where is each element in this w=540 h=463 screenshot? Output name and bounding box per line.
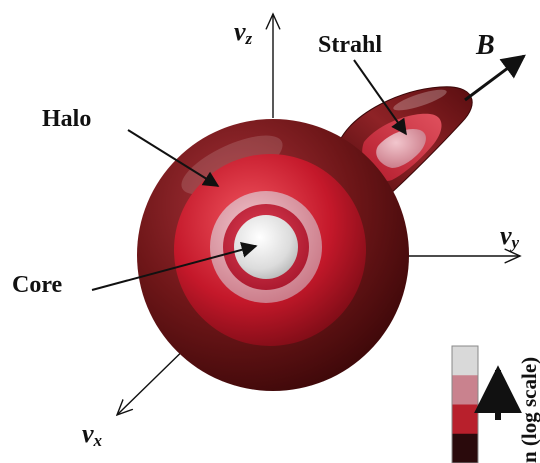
- core-label: Core: [12, 272, 63, 298]
- colorbar-segment: [452, 375, 478, 405]
- vx-label: vx: [82, 419, 103, 450]
- b-field-arrow: [465, 56, 524, 100]
- colorbar-segment: [452, 346, 478, 376]
- b-field-label: B: [475, 30, 495, 61]
- density-colorbar: [452, 346, 478, 463]
- vz-label: vz: [234, 17, 253, 48]
- colorbar-segment: [452, 405, 478, 435]
- vy-label: vy: [500, 221, 520, 252]
- velocity-sphere: [137, 119, 409, 391]
- halo-label: Halo: [42, 106, 91, 132]
- core-white: [234, 215, 298, 279]
- colorbar-segment: [452, 434, 478, 463]
- strahl-label: Strahl: [318, 32, 382, 58]
- colorbar-label: n (log scale): [517, 357, 540, 463]
